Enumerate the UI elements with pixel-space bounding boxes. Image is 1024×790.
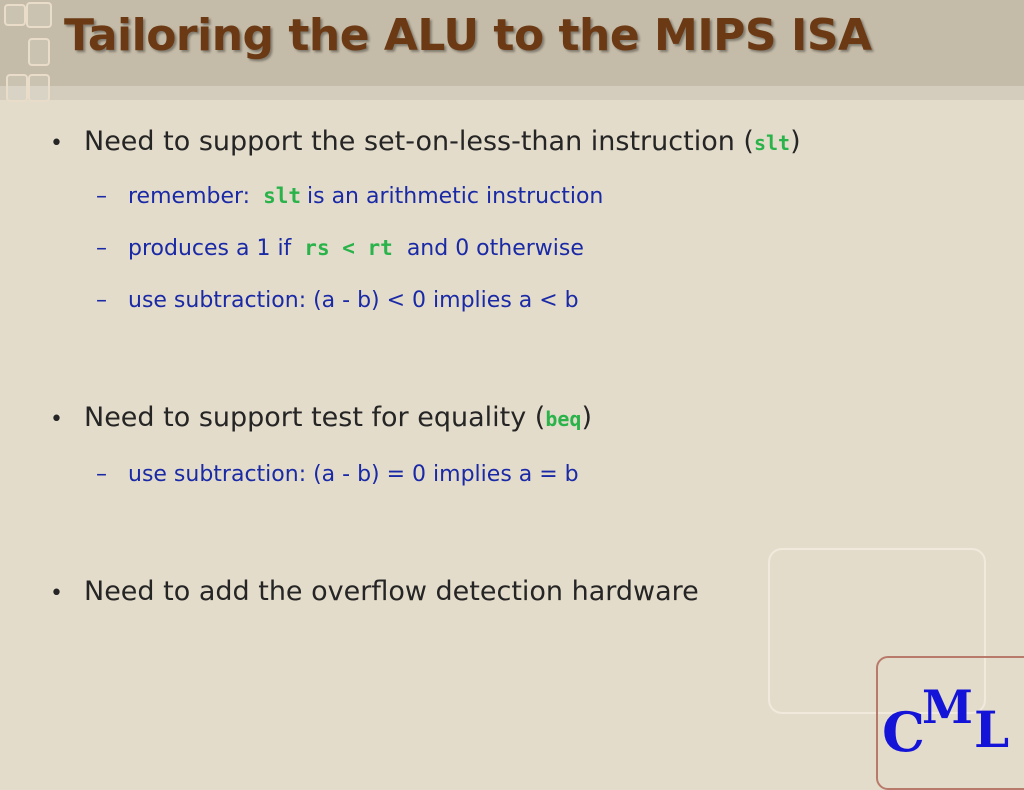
code-slt: slt (753, 131, 791, 155)
sub-glyph: – (96, 462, 107, 487)
code-beq: beq (545, 407, 582, 431)
bullet-glyph: • (50, 407, 63, 432)
sub-text: remember: (128, 184, 258, 209)
cml-logo: C M L (880, 676, 1024, 768)
bullet-text: Need to support test for equality ( (84, 402, 546, 433)
sub-glyph: – (96, 288, 107, 313)
slide-title: Tailoring the ALU to the MIPS ISA (64, 10, 872, 61)
sub-glyph: – (96, 236, 107, 261)
decorative-squares (0, 0, 70, 104)
sub-bullet-produces: –produces a 1 if rs < rt and 0 otherwise (96, 236, 584, 261)
bullet-slt: • Need to support the set-on-less-than in… (50, 126, 801, 157)
sub-bullet-subtraction-eq: –use subtraction: (a - b) = 0 implies a … (96, 462, 579, 487)
logo-letter-l: L (974, 700, 1010, 759)
sub-text: use subtraction: (a - b) < 0 implies a <… (128, 288, 579, 313)
title-stripe (0, 86, 1024, 100)
bullet-glyph: • (50, 581, 63, 606)
sub-text: produces a 1 if (128, 236, 299, 261)
logo-letter-c: C (882, 700, 925, 764)
bullet-glyph: • (50, 131, 63, 156)
sub-glyph: – (96, 184, 107, 209)
bullet-text: Need to add the overflow detection hardw… (84, 576, 699, 607)
title-bar (0, 0, 1024, 86)
sub-bullet-subtraction-lt: –use subtraction: (a - b) < 0 implies a … (96, 288, 579, 313)
sub-text-end: is an arithmetic instruction (307, 184, 604, 209)
code-rs-lt-rt: rs < rt (304, 236, 393, 260)
code-slt: slt (263, 184, 301, 208)
bullet-text-end: ) (581, 402, 592, 433)
bullet-text-end: ) (790, 126, 801, 157)
bullet-overflow: • Need to add the overflow detection hard… (50, 576, 699, 607)
bullet-beq: • Need to support test for equality (beq) (50, 402, 592, 433)
logo-letter-m: M (922, 680, 973, 734)
sub-text-end: and 0 otherwise (406, 236, 584, 261)
bullet-text: Need to support the set-on-less-than ins… (84, 126, 754, 157)
sub-text: use subtraction: (a - b) = 0 implies a =… (128, 462, 579, 487)
